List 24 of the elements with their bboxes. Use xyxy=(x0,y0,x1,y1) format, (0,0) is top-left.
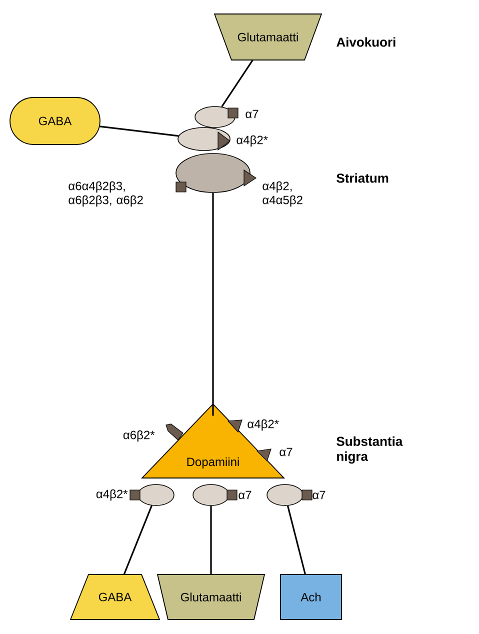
receptor-label: α7 xyxy=(312,490,326,500)
connector-line xyxy=(210,506,212,574)
receptor-label: α4β2* xyxy=(96,489,128,501)
connector-line xyxy=(100,126,179,137)
receptor-label: α6α4β2β3, α6β2β3, α6β2 xyxy=(68,181,143,207)
connector-line xyxy=(212,192,214,416)
connector-line xyxy=(286,506,306,574)
neuron-terminal-ellipse xyxy=(176,153,250,193)
receptor-label: α7 xyxy=(238,490,252,500)
receptor-ellipse xyxy=(138,484,174,506)
receptor-ellipse xyxy=(194,106,236,128)
receptor-ellipse xyxy=(192,484,230,506)
region-label: Striatum xyxy=(336,173,388,183)
receptor-label: α4β2* xyxy=(248,419,279,431)
connector-line xyxy=(123,505,152,575)
neurotransmitter-box: Ach xyxy=(280,574,342,620)
neurotransmitter-box: GABA xyxy=(10,97,100,145)
receptor-label: α4β2* xyxy=(236,135,268,147)
region-label: Substantia nigra xyxy=(336,436,403,464)
region-label: Aivokuori xyxy=(336,37,396,47)
connector-line xyxy=(221,60,254,108)
receptor-label: α7 xyxy=(246,110,258,118)
receptor-ellipse xyxy=(266,484,304,506)
receptor-label: α4β2, α4α5β2 xyxy=(262,181,302,207)
